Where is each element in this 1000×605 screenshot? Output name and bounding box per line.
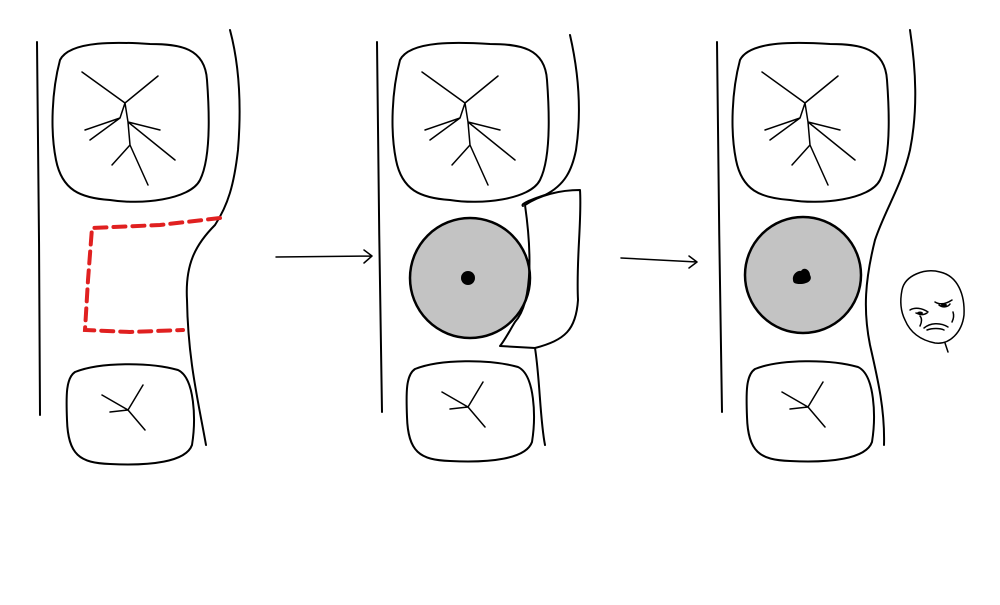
panel-2-implant-with-flap: [376, 34, 582, 463]
implant-screw-dot-icon: [461, 271, 475, 285]
arrow-2-icon: [620, 255, 698, 269]
lower-molar-icon: [405, 360, 535, 463]
upper-molar-icon: [51, 41, 210, 203]
panel-3-healed-implant: [716, 29, 917, 463]
implant-screw-dot-icon: [792, 268, 811, 284]
panel-1-missing-tooth: [36, 29, 241, 466]
upper-molar-icon: [391, 41, 550, 203]
lower-molar-icon: [65, 363, 195, 466]
rage-face-icon: [900, 270, 965, 353]
red-dashed-incision-icon: [82, 216, 222, 335]
gum-right-outline: [521, 34, 580, 207]
gum-right-outline: [864, 29, 917, 446]
gum-left-outline: [716, 41, 723, 413]
gum-flap-icon: [499, 189, 582, 446]
gum-right-outline: [185, 29, 241, 446]
gum-left-outline: [36, 41, 41, 416]
arrow-1-icon: [275, 249, 373, 264]
upper-molar-icon: [731, 41, 890, 203]
gum-left-outline: [376, 41, 383, 413]
lower-molar-icon: [745, 360, 875, 463]
